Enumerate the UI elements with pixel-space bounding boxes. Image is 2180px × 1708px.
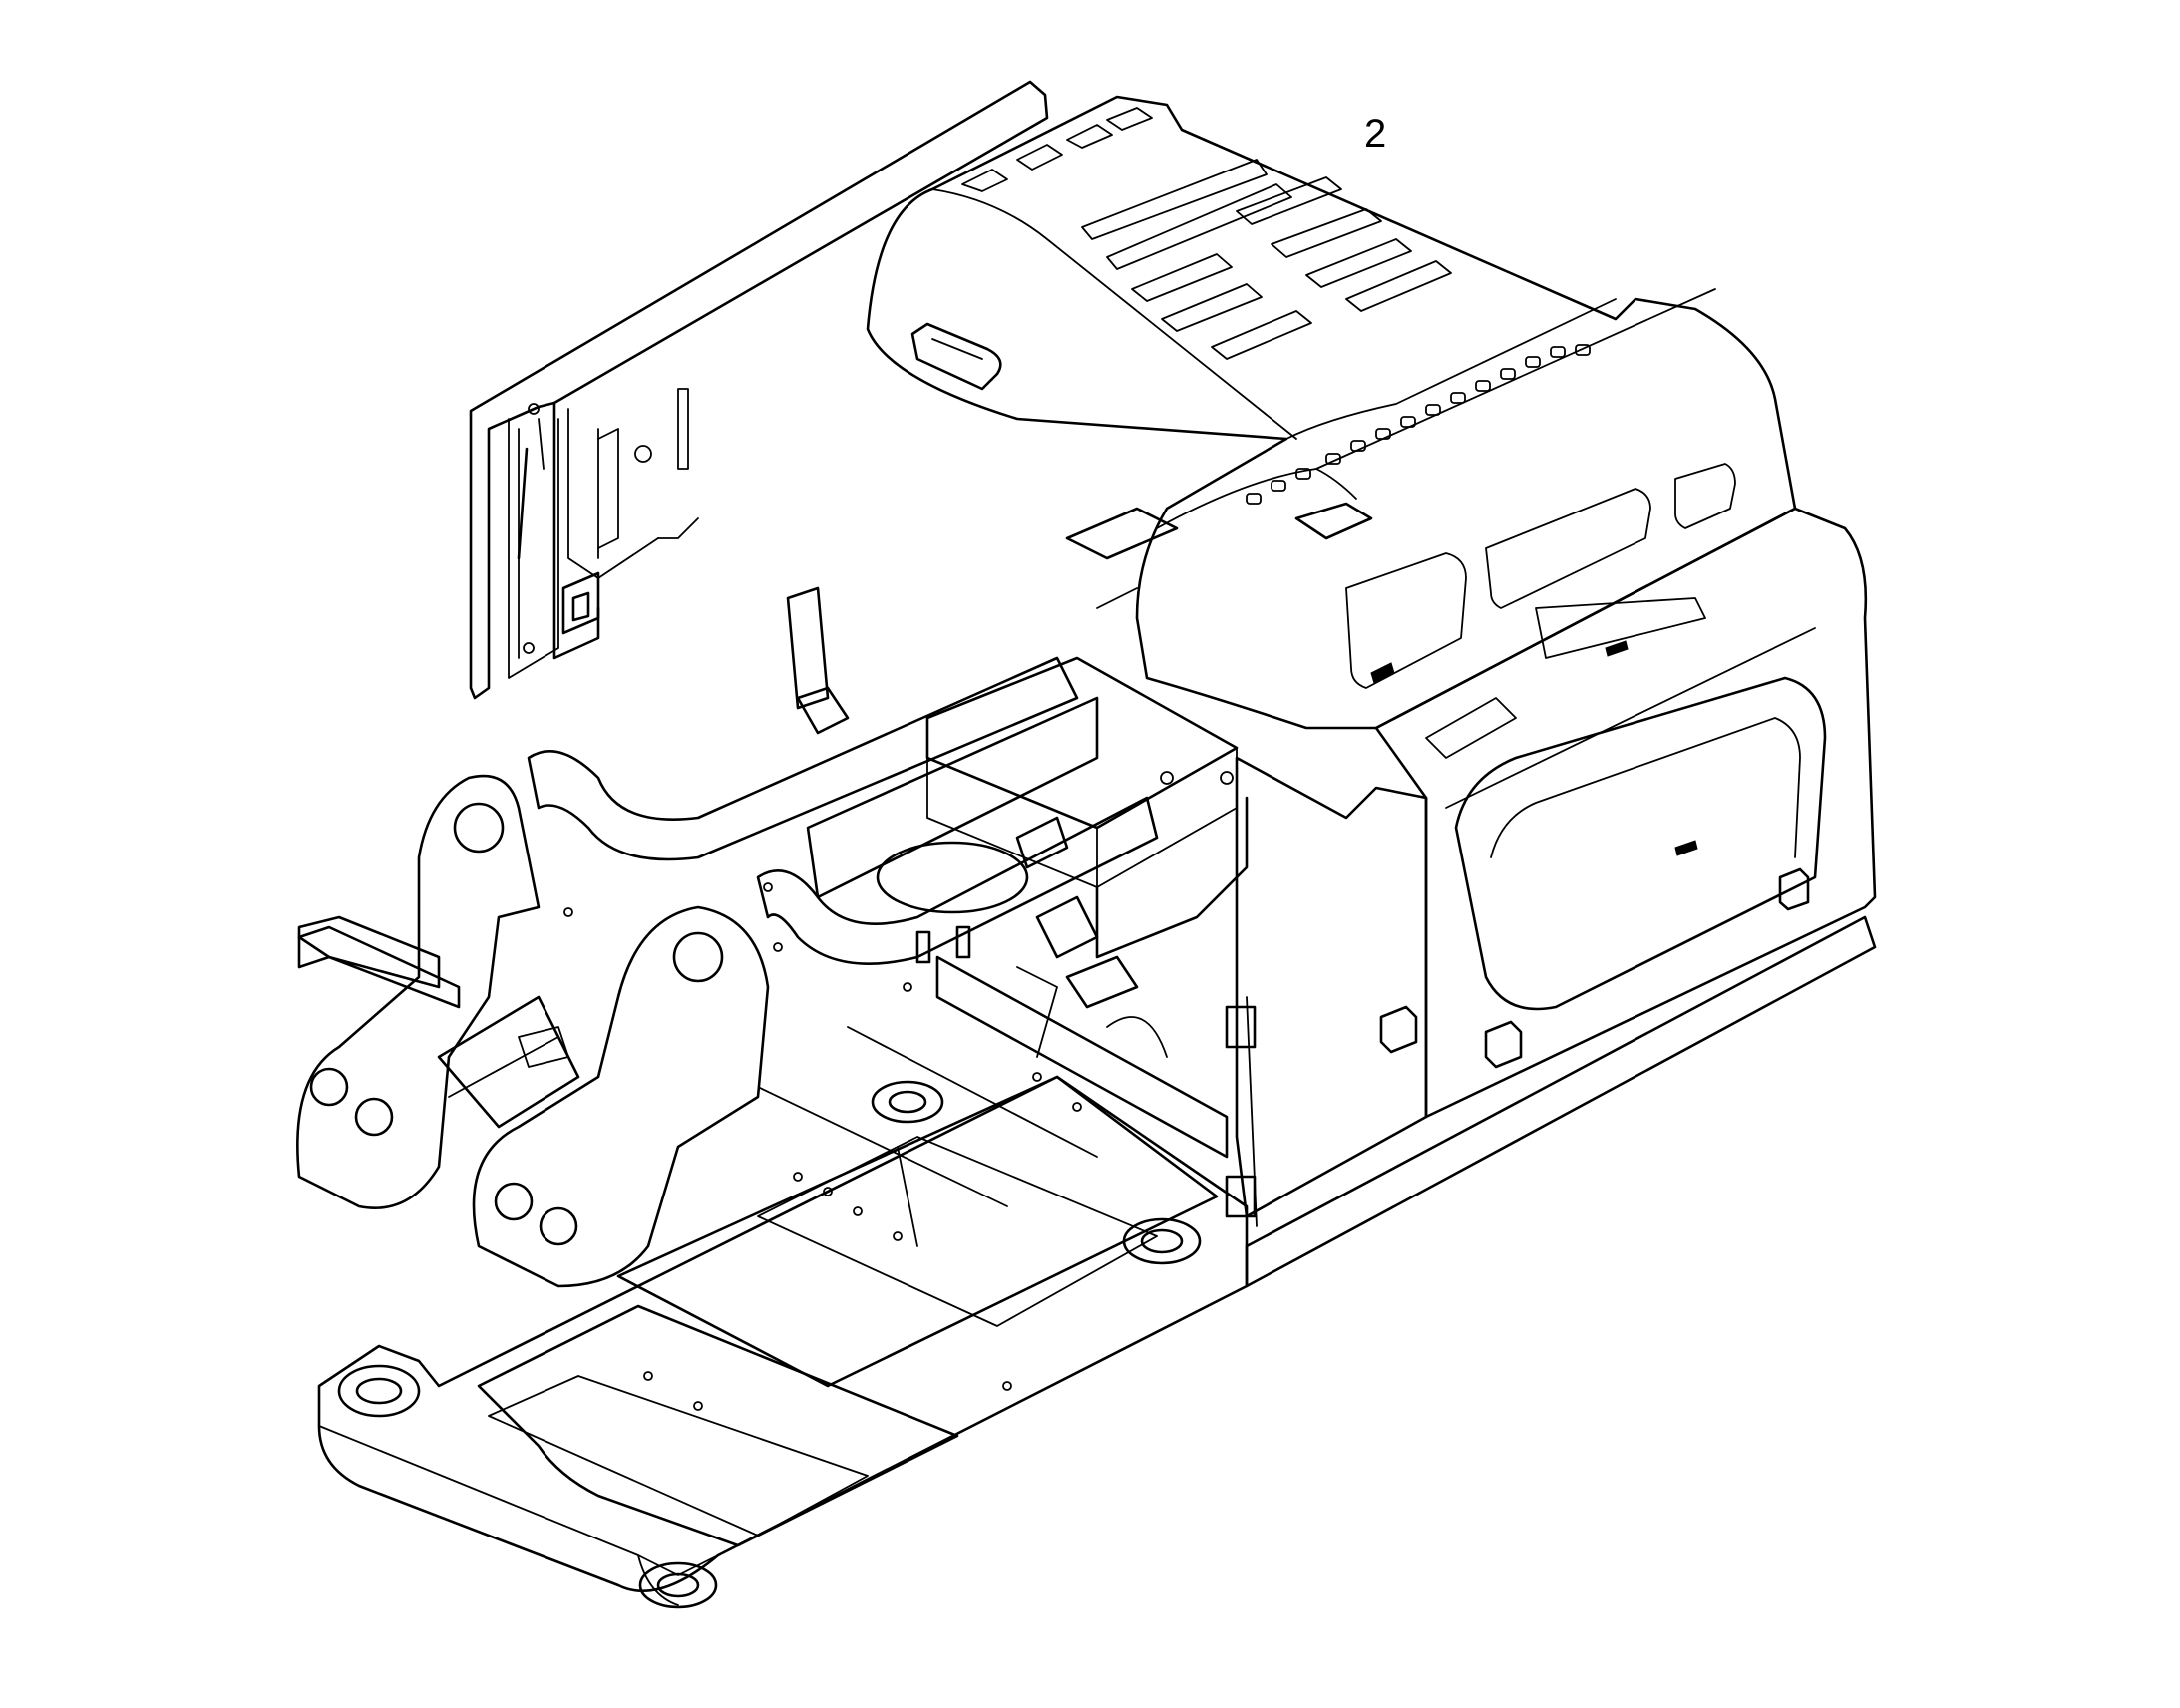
- main-frame: [296, 656, 1428, 1609]
- side-body-panel: [1245, 507, 1877, 1288]
- rear-door-panel: [469, 80, 1049, 700]
- support-brackets: [786, 507, 1234, 785]
- hood-slot-row: [1246, 344, 1591, 505]
- engine-hood: [866, 95, 1797, 730]
- part-callout-number: 2: [1364, 112, 1387, 156]
